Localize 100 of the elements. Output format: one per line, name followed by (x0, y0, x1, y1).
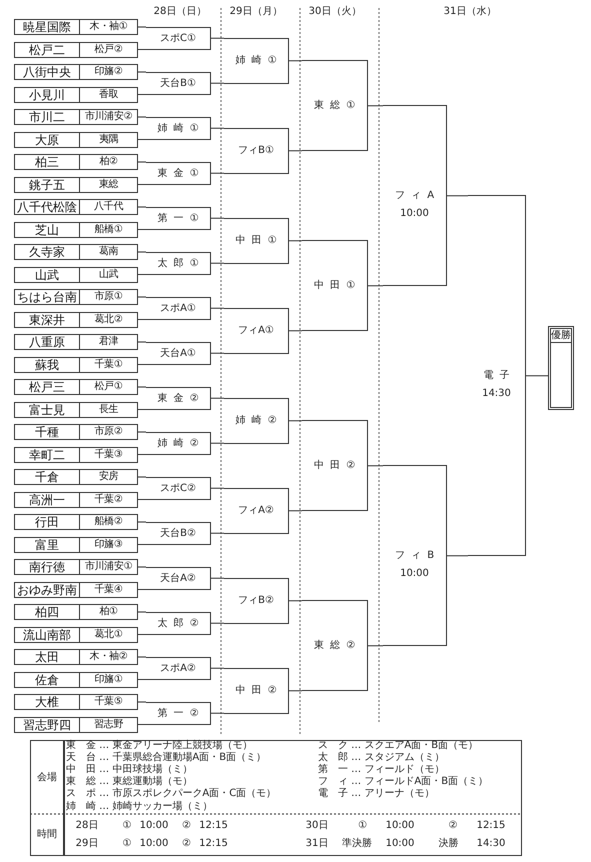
venue-label: 太 郎 ① (157, 258, 199, 270)
school-name: 蘇我 (35, 358, 59, 372)
bracket-line (210, 488, 224, 489)
district-name: 安房 (98, 471, 118, 483)
bracket-line (288, 510, 302, 512)
team-entry-box (14, 334, 138, 350)
venue-label: 太 郎 ② (157, 618, 199, 630)
venue-label: 東 金 ② (157, 392, 199, 405)
district-name: 八千代 (94, 201, 124, 213)
bracket-match (146, 296, 211, 320)
school-name: 千種 (35, 425, 59, 439)
bracket-line (138, 139, 146, 140)
bracket-line (138, 184, 146, 185)
venue-label: フ ィ B (394, 550, 434, 562)
bracket-line (138, 229, 146, 230)
team-entry-box (14, 446, 138, 462)
district-name: 千葉③ (94, 448, 123, 460)
bracket-match (468, 195, 526, 556)
bracket-line (138, 409, 146, 410)
kickoff-time: 12:15 (199, 820, 228, 832)
district-name: 柏② (99, 156, 118, 168)
bracket-match (146, 656, 211, 680)
venue-label: フィA② (238, 505, 274, 518)
district-name: 船橋② (94, 516, 123, 528)
venue-label: 中 田 ② (314, 460, 356, 472)
district-name: 習志野 (94, 718, 124, 730)
slot-number: ② (182, 838, 191, 850)
team-entry-box (14, 356, 138, 372)
winner-heading: 優勝 (551, 329, 571, 343)
team-entry-box (14, 626, 138, 642)
venue-entry: ス ポ … 市原スポレクパークA面・C面（モ） (66, 788, 276, 800)
venue-label: スポC② (160, 482, 196, 495)
school-name: 芝山 (35, 222, 59, 236)
bracket-line (138, 679, 146, 680)
venue-label: 姉 崎 ② (235, 415, 277, 428)
school-name: 暁星国際 (23, 20, 71, 34)
school-name: 太田 (35, 650, 59, 664)
bracket-match (146, 252, 211, 275)
bracket-line (210, 578, 224, 579)
bracket-match (224, 218, 289, 264)
district-name: 千葉② (94, 494, 123, 506)
team-entry-box (14, 649, 138, 665)
school-name: 東深井 (29, 312, 65, 326)
slot-number: ① (358, 820, 368, 832)
school-name: 習志野四 (23, 718, 71, 732)
bracket-match (224, 488, 289, 534)
bracket-line (446, 195, 468, 196)
bracket-line (138, 566, 146, 568)
bracket-line (288, 240, 302, 242)
schedule-day: 31日 (306, 838, 328, 850)
school-name: 柏四 (35, 605, 59, 619)
bracket-match (146, 476, 211, 500)
round-name: 決勝 (438, 838, 458, 850)
school-name: 市川二 (29, 110, 65, 124)
bracket-match (146, 72, 211, 95)
district-name: 木・袖① (90, 21, 128, 33)
team-entry-box (14, 402, 138, 418)
district-name: 夷隅 (98, 134, 118, 146)
school-name: ちはら台南 (17, 290, 77, 304)
bracket-line (368, 645, 384, 646)
bracket-line (138, 634, 146, 635)
bracket-line (138, 49, 146, 50)
bracket-line (138, 454, 146, 455)
bracket-line (138, 656, 146, 658)
bracket-line (368, 465, 384, 466)
bracket-line (138, 274, 146, 275)
bracket-match (302, 240, 368, 332)
team-entry-box (14, 289, 138, 305)
bracket-line (138, 544, 146, 545)
district-name: 市川浦安① (84, 561, 132, 573)
bracket-match (146, 386, 211, 410)
team-entry-box (14, 694, 138, 710)
school-name: 大原 (35, 132, 59, 146)
bracket-line (446, 555, 468, 556)
venue-label: 第 一 ② (157, 708, 199, 720)
bracket-match (224, 578, 289, 624)
bracket-line (210, 172, 224, 174)
venue-label: 天台A② (160, 572, 196, 585)
bracket-line (210, 712, 224, 714)
bracket-line (138, 206, 146, 208)
venue-entry: フ ィ … フィールドA面・B面（ミ） (318, 776, 488, 788)
team-entry-box (14, 514, 138, 530)
bracket-line (138, 364, 146, 365)
team-entry-box (14, 536, 138, 552)
venue-label: 中 田 ① (314, 280, 356, 292)
team-entry-box (14, 266, 138, 282)
venue-label: フィA① (238, 325, 274, 338)
bracket-line (368, 285, 384, 286)
bracket-match (146, 566, 211, 590)
kickoff-time: 10:00 (400, 208, 429, 220)
bracket-match (302, 420, 368, 512)
round-name: 準決勝 (342, 838, 372, 850)
team-entry-box (14, 199, 138, 215)
team-entry-box (14, 109, 138, 125)
venue-entry: 姉 崎 … 姉崎サッカー場（ミ） (66, 800, 212, 812)
school-name: 柏三 (35, 155, 59, 169)
school-name: 富士見 (29, 402, 65, 416)
bracket-line (138, 499, 146, 500)
team-entry-box (14, 604, 138, 620)
venue-label: フィB① (238, 145, 274, 158)
